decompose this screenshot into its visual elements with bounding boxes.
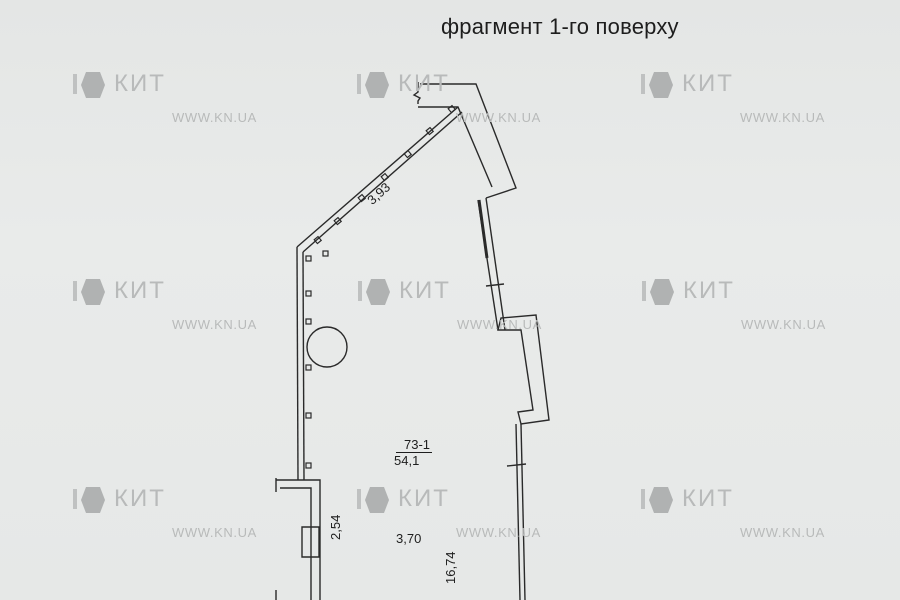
left-niche-inner — [280, 487, 312, 600]
left-wall-inner — [302, 251, 305, 481]
wall-tick — [506, 463, 527, 467]
dimension-left-niche: 2,54 — [328, 514, 343, 540]
dimension-width-main: 3,70 — [396, 531, 422, 546]
window-thick — [477, 199, 489, 259]
diagonal-wall-outer — [296, 106, 459, 248]
column — [306, 326, 348, 368]
plan-title: фрагмент 1-го поверху — [441, 14, 679, 39]
right-wall-lower-inner — [520, 423, 526, 600]
top-wall-outer — [420, 83, 517, 199]
wall-tick — [485, 283, 505, 287]
right-wall-outer — [485, 197, 506, 331]
right-bay — [497, 314, 550, 425]
diagonal-wall-inner — [302, 111, 463, 253]
left-niche-outer — [276, 479, 321, 600]
dimension-length-right: 16,74 — [443, 551, 458, 584]
room-id: 73-1 — [396, 438, 433, 453]
right-wall-lower-outer — [515, 423, 521, 600]
room-area: 54,1 — [394, 453, 420, 468]
left-niche-box — [301, 526, 320, 558]
left-wall-outer — [296, 246, 299, 481]
break-line — [412, 82, 422, 104]
